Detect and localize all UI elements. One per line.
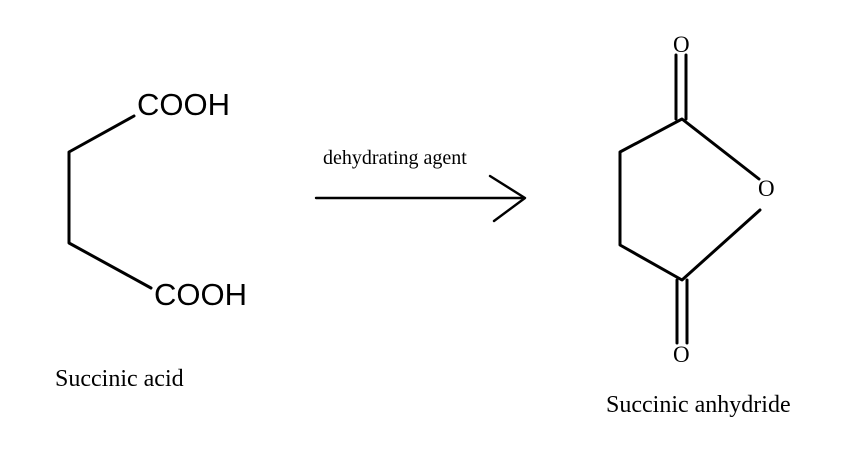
succinic-anhydride-structure: O O O Succinic anhydride — [606, 32, 791, 418]
product-name-label: Succinic anhydride — [606, 392, 791, 418]
top-carbonyl-oxygen-label: O — [673, 32, 690, 57]
reaction-arrow: dehydrating agent — [314, 147, 527, 223]
arrow-head — [488, 174, 527, 223]
reagent-label: dehydrating agent — [323, 147, 467, 169]
reactant-top-cooh-label: COOH — [137, 87, 230, 122]
succinic-acid-structure: COOH COOH Succinic acid — [55, 87, 247, 392]
reactant-bottom-cooh-label: COOH — [154, 277, 247, 312]
product-ring-bonds — [618, 117, 762, 282]
reactant-name-label: Succinic acid — [55, 366, 184, 392]
reactant-carbon-chain — [67, 114, 153, 290]
ring-oxygen-label: O — [758, 176, 775, 201]
bottom-carbonyl-oxygen-label: O — [673, 342, 690, 367]
